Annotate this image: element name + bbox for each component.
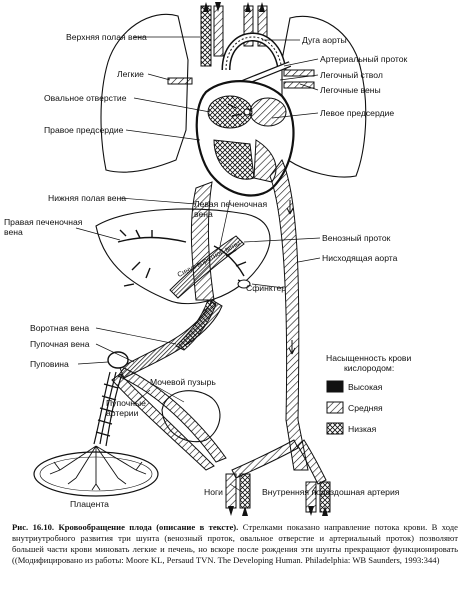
label-umbilical-vein: Пупочная вена: [30, 339, 90, 349]
caption-body: Стрелками показано направление потока кр…: [12, 522, 458, 565]
legend-label-mid: Средняя: [348, 403, 383, 413]
legend-label-low: Низкая: [348, 424, 377, 434]
label-umbilical-cord: Пуповина: [30, 359, 69, 369]
label-internal-iliac: Внутренняя подвздошная артерия: [262, 487, 400, 497]
umbilicus-ring: [107, 351, 129, 369]
label-umbilical-arteries-2: артерии: [106, 408, 139, 418]
label-right-hepatic-2: вена: [4, 227, 23, 237]
legend-swatch-mid: [326, 401, 344, 414]
legend-swatch-low: [326, 422, 344, 435]
label-legs: Ноги: [204, 487, 223, 497]
caption-title: Рис. 16.10. Кровообращение плода (описан…: [12, 522, 239, 532]
label-placenta: Плацента: [70, 499, 109, 509]
label-left-hepatic-2: вена: [194, 209, 213, 219]
descending-aorta: [269, 159, 309, 471]
label-lungs: Легкие: [117, 69, 144, 79]
portal-vein: [175, 299, 217, 351]
label-aortic-arch: Дуга аорты: [302, 35, 347, 45]
flow-arrows-top: [203, 2, 265, 12]
label-descending-aorta: Нисходящая аорта: [322, 253, 398, 263]
label-left-atrium: Левое предсердие: [320, 108, 395, 118]
label-foramen-ovale: Овальное отверстие: [44, 93, 127, 103]
label-umbilical-arteries-1: Пупочные: [106, 398, 146, 408]
legend-title-line-2: кислородом:: [344, 363, 395, 373]
pulmonary-veins: [167, 69, 315, 89]
legend-label-high: Высокая: [348, 382, 383, 392]
umbilical-artery-2: [111, 373, 215, 471]
label-portal-vein: Воротная вена: [30, 323, 90, 333]
flow-arrows-legs: [228, 506, 328, 516]
label-ivc: Нижняя полая вена: [48, 193, 127, 203]
sphincter-shape: [237, 279, 251, 289]
leader-lines: [75, 36, 321, 493]
label-ductus-venosus: Венозный проток: [322, 233, 391, 243]
umbilical-artery-1: [117, 367, 227, 463]
label-right-atrium: Правое предсердие: [44, 125, 124, 135]
bladder-shape: [161, 390, 221, 443]
label-pulmonary-trunk: Легочный ствол: [320, 70, 383, 80]
legend-title: Насыщенность крови кислородом:: [326, 353, 411, 373]
iliac-vessels: [225, 439, 331, 513]
liver: [95, 208, 271, 305]
legend-title-line-1: Насыщенность крови: [326, 353, 412, 363]
figure-caption: Рис. 16.10. Кровообращение плода (описан…: [12, 522, 458, 566]
right-lung: [100, 13, 189, 173]
umbilical-vein: [119, 299, 223, 379]
top-vessels: [200, 5, 292, 87]
label-right-hepatic-1: Правая печеночная: [4, 217, 83, 227]
diagram-drawing: [33, 2, 367, 516]
label-pulmonary-veins: Легочные вены: [320, 85, 381, 95]
fetal-circulation-diagram: Верхняя полая вена Дуга аорты Артериальн…: [4, 2, 411, 516]
label-left-hepatic-1: Левая печеночная: [194, 199, 268, 209]
label-ductus-arteriosus: Артериальный проток: [320, 54, 408, 64]
label-sphincter: Сфинктер: [246, 283, 287, 293]
placental-villi: [49, 445, 147, 491]
left-lung: [281, 15, 367, 178]
legend-swatch-high: [326, 380, 344, 393]
label-svc: Верхняя полая вена: [66, 32, 147, 42]
ductus-venosus: [169, 235, 245, 299]
label-bladder: Мочевой пузырь: [150, 377, 216, 387]
